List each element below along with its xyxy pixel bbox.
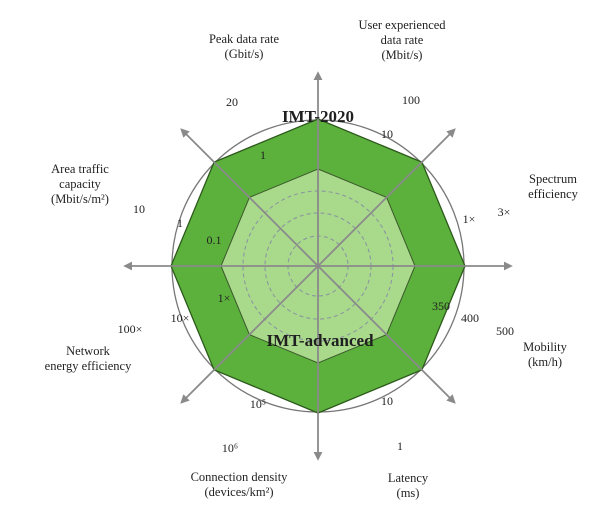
tick-label-6-imt2020: 100× — [118, 322, 143, 336]
tick-label-0-imt2020: 20 — [226, 95, 238, 109]
tick-label-3-imt2020: 500 — [496, 324, 514, 338]
tick-label-4-imt_advanced: 10 — [381, 394, 393, 408]
tick-label-7-imt2020: 10 — [133, 202, 145, 216]
tick-label-3-imt2020_inner: 400 — [461, 311, 479, 325]
axis-line-7 — [180, 128, 319, 267]
axis-line-5 — [180, 265, 319, 404]
tick-label-7-imt2020_inner: 1 — [177, 216, 183, 230]
tick-label-5-imt2020: 10⁶ — [222, 441, 238, 455]
series-name-imt-advanced: IMT-advanced — [266, 331, 374, 350]
axis-label-3: Mobility(km/h) — [523, 340, 568, 369]
tick-label-2-imt2020: 3× — [498, 205, 511, 219]
tick-label-2-imt_advanced: 1× — [463, 212, 476, 226]
axis-label-0: Peak data rate(Gbit/s) — [209, 32, 280, 61]
tick-label-0-imt_advanced: 1 — [260, 148, 266, 162]
tick-label-7-imt_advanced: 0.1 — [207, 233, 222, 247]
tick-label-1-imt2020: 100 — [402, 93, 420, 107]
axis-line-3 — [317, 265, 456, 404]
axis-line-1 — [317, 128, 456, 267]
tick-label-4-imt2020: 1 — [397, 439, 403, 453]
tick-label-3-imt_advanced: 350 — [432, 299, 450, 313]
tick-label-6-imt_advanced: 1× — [218, 291, 231, 305]
series-name-imt2020: IMT-2020 — [282, 107, 354, 126]
tick-label-6-imt2020_inner: 10× — [171, 311, 190, 325]
tick-label-5-imt_advanced: 10⁵ — [250, 397, 266, 411]
axis-label-4: Latency(ms) — [388, 471, 429, 500]
tick-label-1-imt_advanced: 10 — [381, 127, 393, 141]
axis-label-5: Connection density(devices/km²) — [191, 470, 289, 499]
